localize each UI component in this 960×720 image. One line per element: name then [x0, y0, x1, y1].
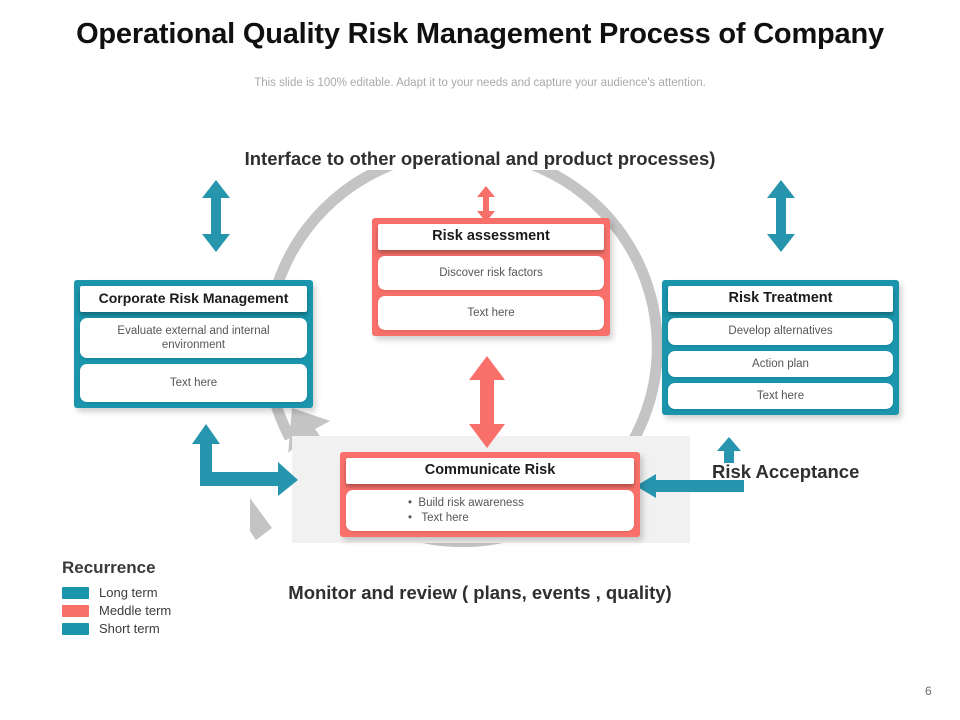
page-title: Operational Quality Risk Management Proc… — [76, 18, 884, 50]
card-item-corporate-1[interactable]: Evaluate external and internal environme… — [80, 317, 307, 359]
legend-swatch-short-term — [62, 622, 89, 635]
card-item-treatment-1[interactable]: Develop alternatives — [668, 318, 893, 345]
legend-label-meddle-term: Meddle term — [99, 603, 172, 618]
caption-interface: Interface to other operational and produ… — [244, 148, 716, 169]
arrow-right-vertical-double-icon — [767, 180, 795, 252]
card-title-assessment: Risk assessment — [378, 224, 604, 251]
legend-item-meddle-term: Meddle term — [62, 603, 171, 618]
legend-label-long-term: Long term — [99, 585, 158, 600]
card-corporate-risk-management[interactable]: Corporate Risk Management Evaluate exter… — [74, 280, 313, 409]
card-risk-treatment[interactable]: Risk Treatment Develop alternatives Acti… — [662, 280, 899, 416]
arrow-top-center-double-icon — [477, 186, 495, 222]
card-item-communicate-bullets[interactable]: Build risk awareness Text here — [346, 490, 634, 531]
card-item-assessment-1[interactable]: Discover risk factors — [378, 256, 604, 291]
legend-swatch-meddle-term — [62, 604, 89, 617]
card-item-treatment-2[interactable]: Action plan — [668, 350, 893, 377]
legend-label-short-term: Short term — [99, 621, 160, 636]
card-risk-assessment[interactable]: Risk assessment Discover risk factors Te… — [372, 218, 610, 337]
caption-monitor-review: Monitor and review ( plans, events , qua… — [288, 582, 672, 603]
card-title-treatment: Risk Treatment — [668, 286, 893, 313]
legend: Recurrence Long term Meddle term Short t… — [62, 558, 171, 639]
legend-item-long-term: Long term — [62, 585, 171, 600]
arrow-elbow-bottom-left-icon — [192, 424, 298, 496]
card-item-corporate-2[interactable]: Text here — [80, 364, 307, 403]
arrow-left-vertical-double-icon — [202, 180, 230, 252]
page-number: 6 — [925, 684, 932, 698]
card-communicate-risk[interactable]: Communicate Risk Build risk awareness Te… — [340, 452, 640, 537]
card-item-treatment-3[interactable]: Text here — [668, 382, 893, 410]
page-subtitle: This slide is 100% editable. Adapt it to… — [254, 77, 706, 89]
caption-risk-acceptance: Risk Acceptance — [712, 461, 860, 482]
bullet-communicate-2: Text here — [408, 511, 628, 525]
arrow-risk-acceptance-up-icon — [717, 437, 741, 463]
legend-title: Recurrence — [62, 558, 156, 577]
card-item-assessment-2[interactable]: Text here — [378, 296, 604, 331]
card-title-corporate: Corporate Risk Management — [80, 286, 307, 312]
arrow-center-vertical-double-icon — [469, 356, 505, 448]
arrow-risk-acceptance-left-icon — [636, 474, 744, 498]
bullet-communicate-1: Build risk awareness — [408, 496, 628, 510]
card-title-communicate: Communicate Risk — [346, 458, 634, 485]
legend-item-short-term: Short term — [62, 621, 171, 636]
legend-swatch-long-term — [62, 586, 89, 599]
